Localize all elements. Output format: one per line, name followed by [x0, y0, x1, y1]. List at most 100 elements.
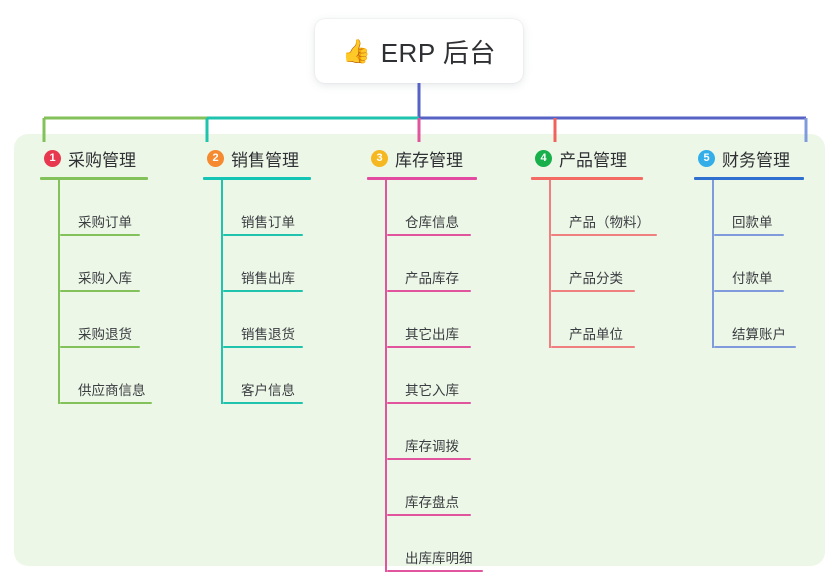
leaf-label: 仓库信息 [405, 215, 459, 230]
leaf-rule [387, 290, 471, 292]
branch-leaf-list: 销售订单销售出库销售退货客户信息 [203, 180, 311, 404]
branch-leaf-list: 仓库信息产品库存其它出库其它入库库存调拨库存盘点出库库明细 [367, 180, 483, 572]
leaf-label: 销售订单 [241, 215, 295, 230]
branch-header-1[interactable]: 1 采购管理 [40, 146, 148, 170]
branch-number-badge: 2 [207, 149, 224, 167]
leaf-label: 采购入库 [78, 271, 132, 286]
leaf-item[interactable]: 结算账户 [712, 292, 804, 348]
leaf-rule [60, 402, 152, 404]
leaf-item[interactable]: 出库库明细 [385, 516, 483, 572]
leaf-rule [551, 346, 635, 348]
leaf-rule [223, 346, 303, 348]
leaf-item[interactable]: 回款单 [712, 180, 804, 236]
leaf-rule [223, 234, 303, 236]
leaf-item[interactable]: 其它入库 [385, 348, 477, 404]
branch-header-rule [694, 177, 804, 180]
leaf-rule [223, 402, 303, 404]
leaf-rule [223, 290, 303, 292]
leaf-label: 产品（物料） [569, 215, 650, 230]
branch-header-rule [367, 177, 477, 180]
branch-title: 销售管理 [231, 150, 299, 170]
leaf-label: 客户信息 [241, 383, 295, 398]
leaf-item[interactable]: 产品（物料） [549, 180, 657, 236]
leaf-label: 产品库存 [405, 271, 459, 286]
leaf-rule [387, 458, 471, 460]
leaf-item[interactable]: 采购退货 [58, 292, 148, 348]
leaf-label: 其它入库 [405, 383, 459, 398]
leaf-item[interactable]: 其它出库 [385, 292, 477, 348]
leaf-label: 付款单 [732, 271, 773, 286]
branch-header-5[interactable]: 5 财务管理 [694, 146, 804, 170]
leaf-label: 结算账户 [732, 327, 786, 342]
branch-spine [58, 180, 60, 404]
leaf-item[interactable]: 产品库存 [385, 236, 477, 292]
leaf-label: 产品分类 [569, 271, 623, 286]
leaf-rule [60, 234, 140, 236]
leaf-rule [387, 514, 471, 516]
branch-leaf-list: 采购订单采购入库采购退货供应商信息 [40, 180, 152, 404]
leaf-label: 库存调拨 [405, 439, 459, 454]
branch-spine [385, 180, 387, 572]
leaf-item[interactable]: 库存调拨 [385, 404, 477, 460]
leaf-label: 回款单 [732, 215, 773, 230]
branch-number-badge: 3 [371, 149, 388, 167]
leaf-item[interactable]: 付款单 [712, 236, 804, 292]
leaf-label: 出库库明细 [405, 551, 473, 566]
leaf-item[interactable]: 销售出库 [221, 236, 311, 292]
branch-column-3: 3 库存管理仓库信息产品库存其它出库其它入库库存调拨库存盘点出库库明细 [367, 146, 483, 572]
branch-number-badge: 5 [698, 149, 715, 167]
leaf-item[interactable]: 供应商信息 [58, 348, 152, 404]
branch-number-badge: 1 [44, 149, 61, 167]
leaf-rule [387, 402, 471, 404]
branch-title: 产品管理 [559, 150, 627, 170]
branch-header-3[interactable]: 3 库存管理 [367, 146, 477, 170]
leaf-item[interactable]: 销售退货 [221, 292, 311, 348]
leaf-item[interactable]: 产品单位 [549, 292, 650, 348]
leaf-item[interactable]: 产品分类 [549, 236, 650, 292]
leaf-label: 产品单位 [569, 327, 623, 342]
branch-leaf-list: 回款单付款单结算账户 [694, 180, 804, 348]
leaf-rule [714, 234, 784, 236]
leaf-label: 采购订单 [78, 215, 132, 230]
root-title: ERP 后台 [380, 37, 496, 68]
branch-header-rule [40, 177, 148, 180]
leaf-rule [387, 234, 471, 236]
leaf-label: 其它出库 [405, 327, 459, 342]
root-node-card[interactable]: 👍 ERP 后台 [315, 19, 523, 83]
branch-spine [549, 180, 551, 348]
leaf-label: 销售出库 [241, 271, 295, 286]
branch-header-rule [203, 177, 311, 180]
leaf-rule [551, 290, 635, 292]
leaf-rule [387, 570, 483, 572]
branch-header-2[interactable]: 2 销售管理 [203, 146, 311, 170]
branch-title: 库存管理 [395, 150, 463, 170]
branch-spine [221, 180, 223, 404]
branch-header-4[interactable]: 4 产品管理 [531, 146, 650, 170]
leaf-rule [714, 346, 796, 348]
branch-number-badge: 4 [535, 149, 552, 167]
leaf-rule [551, 234, 657, 236]
branch-column-4: 4 产品管理产品（物料） 产品分类产品单位 [531, 146, 657, 348]
leaf-item[interactable]: 客户信息 [221, 348, 311, 404]
leaf-label: 库存盘点 [405, 495, 459, 510]
branch-title: 采购管理 [68, 150, 136, 170]
leaf-item[interactable]: 库存盘点 [385, 460, 477, 516]
leaf-label: 供应商信息 [78, 383, 146, 398]
leaf-rule [714, 290, 784, 292]
leaf-item[interactable]: 采购入库 [58, 236, 148, 292]
branch-spine [712, 180, 714, 348]
leaf-rule [60, 346, 140, 348]
branch-header-rule [531, 177, 643, 180]
leaf-label: 采购退货 [78, 327, 132, 342]
leaf-item[interactable]: 采购订单 [58, 180, 148, 236]
branch-column-1: 1 采购管理采购订单采购入库采购退货供应商信息 [40, 146, 152, 404]
leaf-item[interactable]: 仓库信息 [385, 180, 477, 236]
branch-title: 财务管理 [722, 150, 790, 170]
branches-panel [14, 134, 825, 566]
leaf-rule [387, 346, 471, 348]
branch-column-5: 5 财务管理回款单付款单结算账户 [694, 146, 804, 348]
leaf-rule [60, 290, 140, 292]
leaf-item[interactable]: 销售订单 [221, 180, 311, 236]
thumbs-up-icon: 👍 [342, 37, 371, 64]
